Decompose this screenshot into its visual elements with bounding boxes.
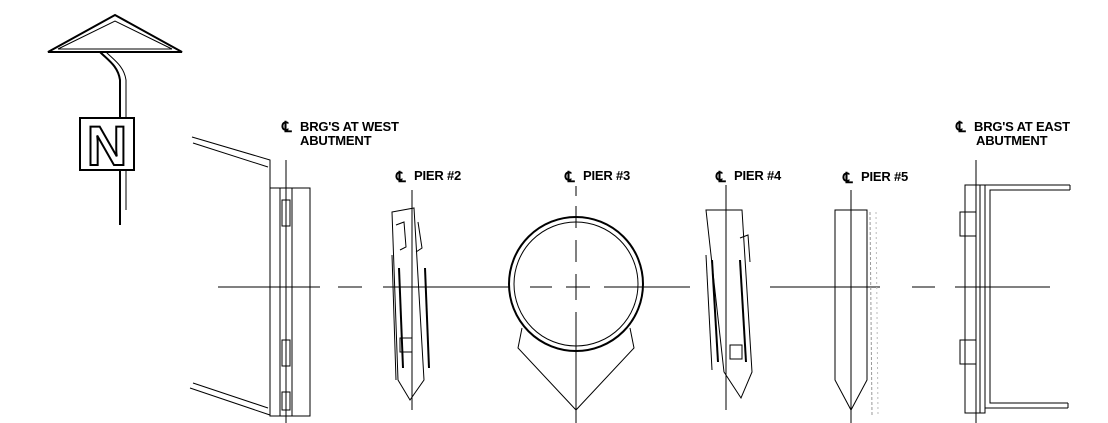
svg-text:PIER #2: PIER #2	[414, 168, 461, 183]
north-arrow-shaft	[99, 51, 121, 225]
east-abutment	[959, 160, 1071, 423]
pier-4	[705, 185, 753, 410]
svg-text:PIER #5: PIER #5	[861, 169, 908, 184]
centerline-symbol: ℄	[842, 169, 853, 187]
label-pier-3: ℄ PIER #3	[564, 168, 630, 186]
west-abutment	[189, 136, 311, 423]
north-letter: N	[87, 114, 127, 177]
svg-text:BRG'S AT WEST: BRG'S AT WEST	[300, 119, 399, 134]
north-arrow: N	[47, 13, 183, 225]
svg-text:ABUTMENT: ABUTMENT	[300, 133, 372, 148]
east-abutment-wingwalls	[984, 184, 1070, 409]
pier-3	[508, 186, 644, 423]
centerline-symbol: ℄	[395, 168, 406, 186]
pier-5	[834, 190, 879, 423]
west-abutment-wingwalls	[189, 136, 271, 416]
centerline-symbol: ℄	[281, 118, 292, 136]
north-letter-box	[79, 117, 135, 171]
svg-text:PIER #3: PIER #3	[583, 168, 630, 183]
centerline-symbol: ℄	[715, 168, 726, 186]
pier-2	[391, 190, 430, 410]
centerline-symbol: ℄	[564, 168, 575, 186]
label-east-abutment: ℄ BRG'S AT EAST ABUTMENT	[955, 118, 1070, 148]
label-west-abutment: ℄ BRG'S AT WEST ABUTMENT	[281, 118, 399, 148]
label-pier-4: ℄ PIER #4	[715, 168, 782, 186]
svg-text:BRG'S AT EAST: BRG'S AT EAST	[974, 119, 1070, 134]
label-pier-5: ℄ PIER #5	[842, 169, 908, 187]
north-arrow-head	[47, 13, 183, 53]
centerline-symbol: ℄	[955, 118, 966, 136]
north-arrow-head-inner	[57, 20, 173, 50]
north-arrow-shaft-inner	[105, 51, 127, 210]
label-pier-2: ℄ PIER #2	[395, 168, 461, 186]
svg-text:PIER #4: PIER #4	[734, 168, 782, 183]
svg-text:ABUTMENT: ABUTMENT	[976, 133, 1048, 148]
